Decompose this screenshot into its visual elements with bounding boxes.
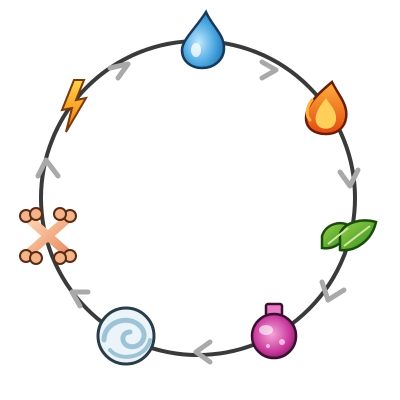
arrow-icon bbox=[69, 289, 91, 309]
arrow-icon bbox=[107, 61, 131, 81]
leaf-icon bbox=[320, 219, 378, 252]
wind-swirl-icon bbox=[96, 306, 156, 366]
arrow-icon bbox=[319, 279, 347, 303]
lightning-bolt-icon bbox=[60, 79, 88, 133]
arrow-icon bbox=[259, 59, 279, 81]
arrow-icon bbox=[193, 339, 213, 365]
fire-icon bbox=[304, 80, 348, 136]
arrow-icon bbox=[337, 167, 361, 189]
water-drop-icon bbox=[180, 9, 226, 70]
potion-flask-icon bbox=[250, 302, 298, 360]
cycle-arrows bbox=[35, 59, 361, 365]
crossed-bones-icon bbox=[19, 207, 77, 265]
arrow-icon bbox=[35, 157, 61, 179]
cycle-ring bbox=[39, 39, 357, 357]
